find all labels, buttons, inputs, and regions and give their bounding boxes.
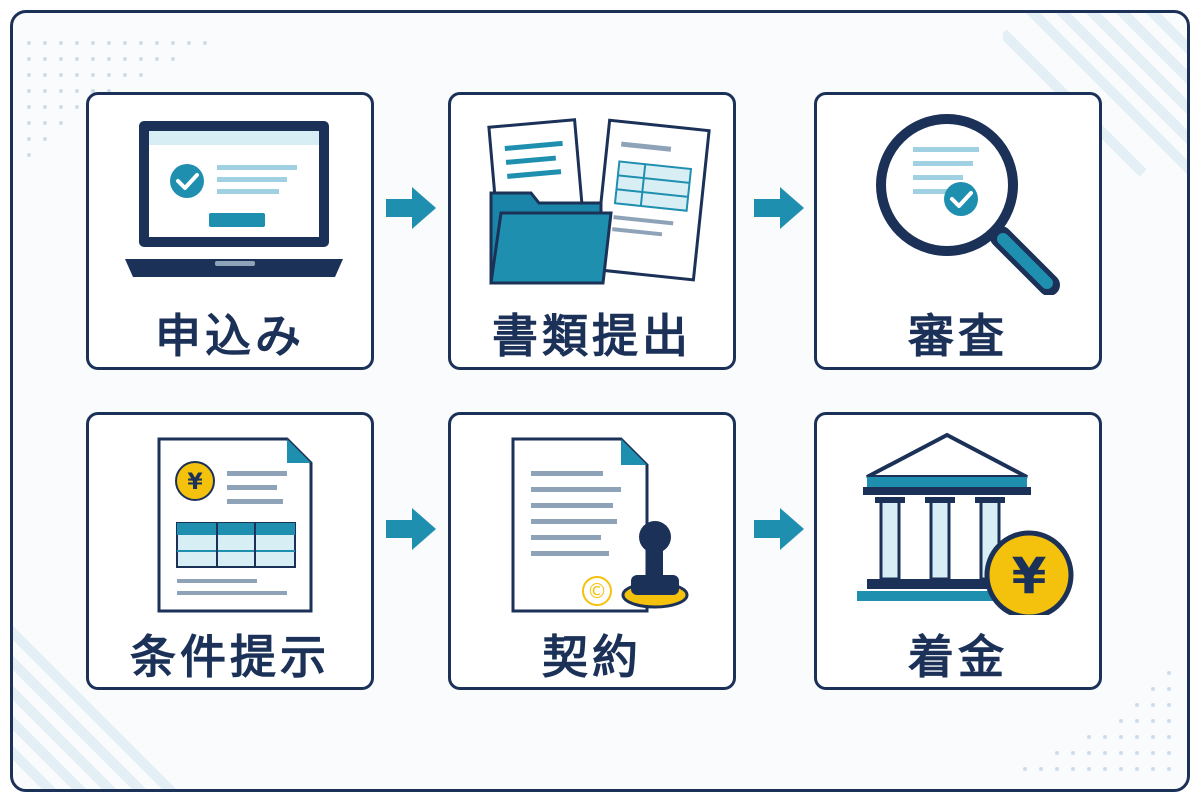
step-label: 申込み	[155, 309, 305, 363]
step-label: 条件提示	[130, 630, 330, 684]
documents-folder-icon	[487, 118, 711, 285]
arrow-right-icon	[386, 508, 436, 550]
decorative-stripes-top-right	[1003, 13, 1187, 177]
step-label: 着金	[908, 630, 1008, 684]
step-label: 審査	[908, 309, 1008, 363]
decorative-stripes-bottom-left	[13, 625, 177, 789]
bank-yen-icon: ¥	[857, 432, 1074, 615]
yen-symbol: ¥	[187, 470, 203, 495]
arrow-right-icon	[754, 508, 804, 550]
step-card-review: 審査	[814, 92, 1102, 370]
step-label: 書類提出	[492, 309, 692, 363]
step-card-contract: © 契約	[448, 412, 736, 690]
magnifier-check-icon	[876, 114, 1060, 295]
step-card-document-submission: 書類提出	[448, 92, 736, 370]
decorative-dots-top-left	[27, 41, 207, 157]
arrow-right-icon	[386, 187, 436, 229]
copyright-mark: ©	[587, 579, 607, 603]
decorative-dots-bottom-right	[1023, 671, 1171, 771]
yen-document-table-icon: ¥	[157, 437, 313, 613]
contract-stamp-icon: ©	[511, 437, 689, 613]
arrow-right-icon	[754, 187, 804, 229]
step-card-payment-received: ¥ 着金	[814, 412, 1102, 690]
step-label: 契約	[542, 630, 642, 684]
step-card-terms-presentation: ¥ 条件提示	[86, 412, 374, 690]
laptop-check-icon	[125, 121, 343, 277]
step-card-application: 申込み	[86, 92, 374, 370]
yen-symbol: ¥	[1012, 547, 1047, 605]
